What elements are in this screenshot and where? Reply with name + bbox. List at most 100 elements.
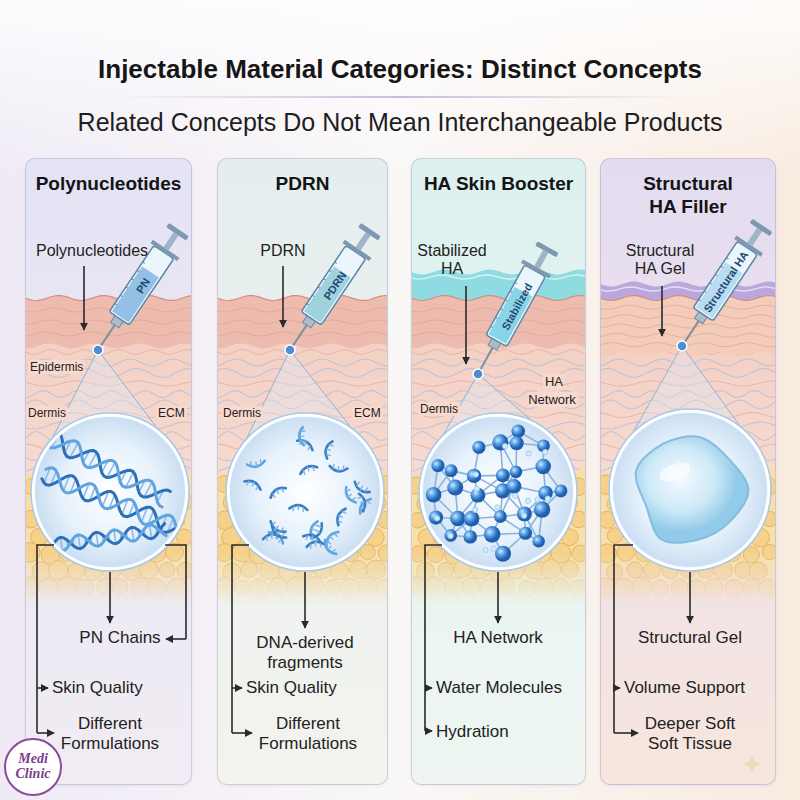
syringe: [358, 223, 381, 241]
ha-node: [467, 469, 481, 483]
fat-cell: [705, 579, 723, 597]
dna-fragment: [243, 478, 262, 492]
syringe: [126, 287, 128, 288]
dna-fragment: [336, 511, 346, 523]
dna-fragment: [268, 485, 287, 500]
injection-point: [677, 341, 687, 351]
leader-lines: [37, 732, 54, 734]
ha-node: [511, 424, 525, 438]
layer-label-box: ECM: [352, 403, 383, 421]
fat-cell: [412, 546, 426, 562]
leader-lines: [689, 572, 691, 623]
panel-heading: Polynucleotides: [29, 159, 188, 196]
dna-helix: [42, 432, 44, 436]
syringe: [312, 295, 314, 296]
skin-illustration: [412, 270, 585, 644]
syringe: [710, 283, 712, 284]
dna-fragment: [299, 431, 306, 441]
fat-cell: [341, 578, 361, 598]
epidermis-stripe: [601, 343, 775, 347]
syringe: [112, 266, 159, 322]
title-box: Injectable Material Categories: Distinct…: [5, 55, 795, 85]
pointer-label: Polynucleotides: [36, 242, 148, 259]
fat-cell: [269, 577, 287, 595]
injection-point: [93, 345, 103, 355]
benefit-label-box: Skin Quality: [52, 678, 143, 698]
panel-heading: PDRN: [221, 159, 384, 196]
dna-fragment: [353, 482, 370, 495]
fat-cell: [571, 580, 585, 597]
dna-fragment: [299, 427, 306, 445]
pointer-arrow: [661, 286, 663, 336]
leader-lines: [37, 545, 186, 733]
skin-surface: [412, 296, 585, 301]
dna-fragment: [335, 507, 346, 525]
dna-fragment: [335, 507, 348, 526]
dna-fragment: [345, 489, 356, 501]
leader-lines: [614, 545, 633, 733]
syringe: [747, 228, 762, 246]
dna-fragment: [299, 464, 318, 477]
ha-node: [495, 546, 511, 562]
water-molecule: [448, 533, 453, 538]
syringe: [515, 282, 517, 283]
magnifier: [34, 416, 186, 568]
result-label-box: PN Chains: [65, 628, 175, 648]
fat-cell: [632, 577, 651, 596]
ecm-fiber: [218, 350, 387, 355]
ha-node: [484, 526, 501, 543]
fat-cell: [112, 579, 127, 594]
fat-cell: [743, 578, 759, 594]
syringe: [132, 279, 134, 280]
dna-helix: [46, 523, 167, 554]
water-molecule: [502, 444, 507, 449]
fat-cell: [39, 578, 58, 597]
syringe: [318, 287, 320, 288]
dna-fragment: [268, 485, 285, 498]
leader-lines: [166, 638, 186, 640]
layer-label: Dermis: [221, 406, 263, 420]
ecm-fiber: [218, 359, 387, 366]
fat-cell: [627, 562, 643, 578]
syringe: [324, 279, 326, 280]
pointer-arrow: [282, 266, 284, 327]
syringe: [521, 259, 551, 278]
epidermis-stripe: [601, 315, 775, 319]
dna-fragment: [251, 459, 262, 467]
injection-point: [473, 369, 483, 379]
pointer-label-box: Structural HA Gel: [618, 242, 703, 279]
magnifier: [229, 416, 381, 568]
syringe: [510, 291, 512, 292]
dna-fragment: [324, 541, 335, 553]
syringe: [301, 245, 366, 325]
magnifier: [422, 416, 574, 568]
benefit-label-box: Volume Support: [624, 678, 745, 698]
dna-fragment: [247, 480, 259, 490]
skin-surface: [601, 296, 775, 301]
gel-highlight: [657, 459, 693, 485]
leader-lines: [304, 572, 306, 628]
pointer-label: Stabilized HA: [417, 242, 486, 277]
syringe: [505, 300, 507, 301]
magnified-view: [636, 436, 749, 542]
layer-label: Dermis: [26, 406, 68, 420]
dna-fragment: [325, 444, 334, 455]
leader-lines: [37, 687, 48, 689]
leader-lines: [165, 545, 186, 639]
dna-fragment: [273, 527, 285, 538]
layer-label: ECM: [156, 406, 187, 420]
fat-cell: [235, 580, 250, 595]
dna-fragment: [289, 505, 307, 513]
ha-node: [510, 436, 524, 450]
syringe: [496, 317, 498, 318]
syringe: [704, 291, 706, 292]
fat-cell: [359, 577, 379, 597]
syringe: [291, 323, 308, 348]
water-molecule: [543, 449, 548, 454]
pointer-label: Structural HA Gel: [626, 242, 694, 277]
ha-node: [554, 484, 567, 497]
epidermis-stripe: [26, 308, 191, 312]
pointer-arrow: [83, 266, 85, 330]
benefit-label: Skin Quality: [246, 678, 337, 697]
water-molecule: [535, 497, 540, 502]
